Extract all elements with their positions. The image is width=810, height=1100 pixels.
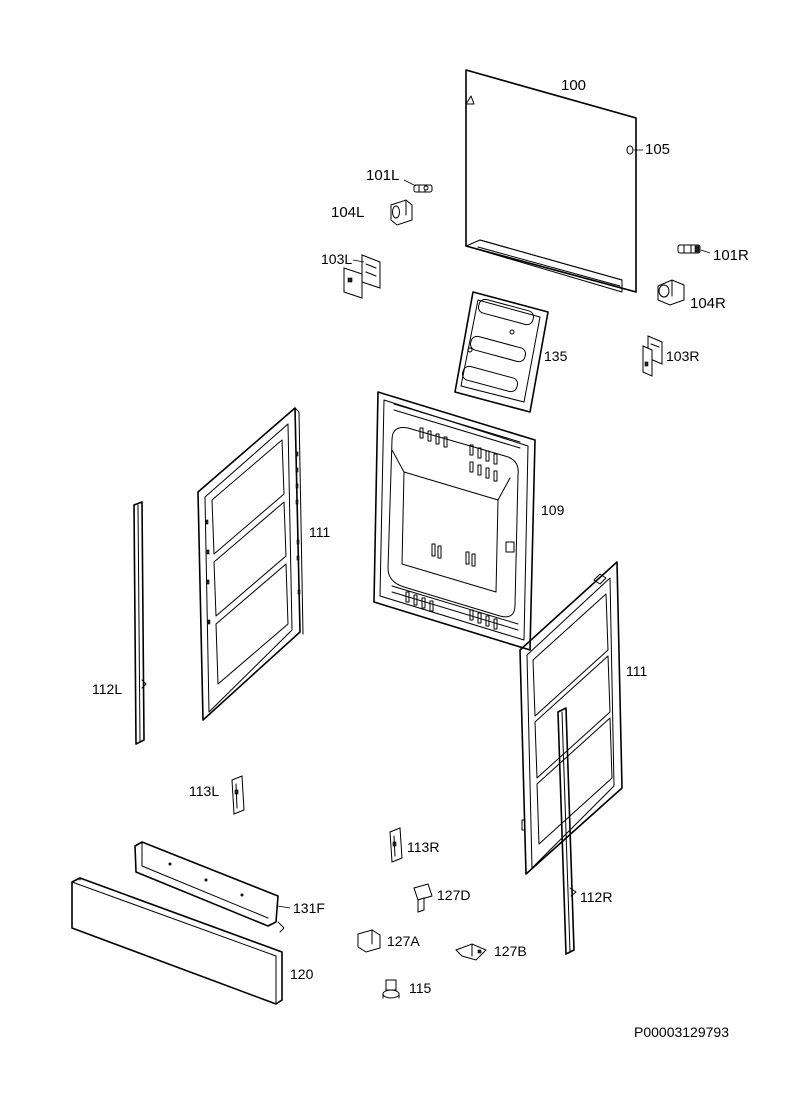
part-127A-block[interactable] xyxy=(357,929,381,953)
label-101L: 101L xyxy=(366,167,399,184)
label-127A: 127A xyxy=(387,933,420,949)
part-127D-fastener[interactable] xyxy=(413,883,433,913)
label-105: 105 xyxy=(645,141,670,158)
label-120: 120 xyxy=(290,966,314,982)
part-109-cavity-back[interactable] xyxy=(373,391,536,651)
label-112R: 112R xyxy=(580,889,612,905)
frame-dots-left xyxy=(205,451,301,625)
label-112L: 112L xyxy=(92,681,122,697)
label-131F: 131F xyxy=(293,900,325,916)
part-104L-hinge-block[interactable] xyxy=(390,199,413,226)
part-127B-bracket[interactable] xyxy=(455,943,487,961)
label-115: 115 xyxy=(409,980,432,996)
part-101L-pin[interactable] xyxy=(413,184,433,193)
label-103R: 103R xyxy=(666,348,699,364)
part-103L-bracket[interactable] xyxy=(343,254,381,299)
leader-103L xyxy=(352,259,365,263)
label-101R: 101R xyxy=(713,247,749,264)
part-111-left-side-frame[interactable] xyxy=(197,407,304,721)
label-104R: 104R xyxy=(690,295,726,312)
label-111-right: 111 xyxy=(626,663,647,679)
part-112R-strip[interactable] xyxy=(557,707,577,955)
label-113R: 113R xyxy=(407,839,439,855)
part-100-rear-panel[interactable] xyxy=(465,69,637,293)
label-104L: 104L xyxy=(331,204,364,221)
label-100: 100 xyxy=(561,77,586,94)
leader-101R xyxy=(700,249,711,254)
part-111-right-side-frame[interactable] xyxy=(519,561,623,875)
cavity-slots-top xyxy=(419,427,498,482)
part-101R-pin[interactable] xyxy=(677,244,701,254)
leader-101L xyxy=(403,179,417,187)
part-120-bottom-panel[interactable] xyxy=(71,877,283,1005)
part-105-screw[interactable] xyxy=(626,145,634,155)
part-103R-bracket[interactable] xyxy=(642,335,663,377)
label-113L: 113L xyxy=(189,783,219,799)
document-reference: P00003129793 xyxy=(634,1024,729,1040)
leader-131F xyxy=(277,905,291,909)
label-127D: 127D xyxy=(437,887,470,903)
label-135: 135 xyxy=(544,348,568,364)
part-115-foot[interactable] xyxy=(382,979,400,999)
part-104R-hinge-block[interactable] xyxy=(657,279,685,306)
label-103L: 103L xyxy=(321,251,352,267)
label-109: 109 xyxy=(541,502,565,518)
label-111-left: 111 xyxy=(309,524,330,540)
label-127B: 127B xyxy=(494,943,527,959)
part-112L-strip[interactable] xyxy=(133,501,147,745)
part-135-cover[interactable] xyxy=(454,291,549,413)
part-113L-clip[interactable] xyxy=(231,775,245,815)
part-131F-front-rail[interactable] xyxy=(134,841,285,933)
cavity-slots-bottom xyxy=(405,591,498,630)
part-113R-clip[interactable] xyxy=(389,827,403,863)
